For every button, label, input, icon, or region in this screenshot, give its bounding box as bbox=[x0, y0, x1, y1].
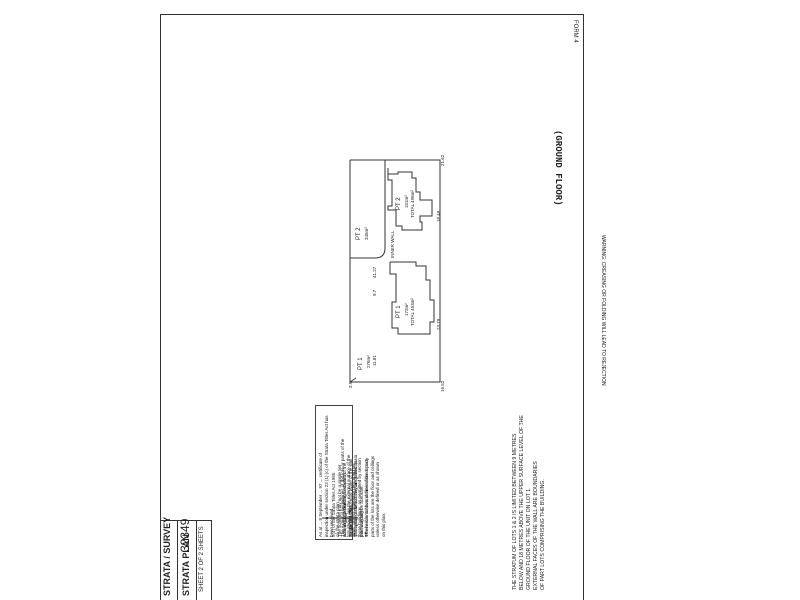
notes-box bbox=[315, 405, 353, 540]
plan-sheet bbox=[160, 14, 584, 600]
title-block bbox=[160, 520, 212, 600]
plan-number: 32349 bbox=[178, 518, 192, 552]
pt1-upper-area: 172m² bbox=[404, 303, 409, 316]
note-line: on this plan. bbox=[380, 512, 386, 537]
form-label: FORM 4 bbox=[572, 20, 578, 43]
stratum-note: THE STRATUM OF LOTS 1 & 2 IS LIMITED BET… bbox=[512, 340, 547, 590]
inner-wall-line bbox=[350, 160, 386, 259]
stratum-line: EXTERNAL FACES OF THE WALL ARE BOUNDARIE… bbox=[533, 461, 539, 590]
stratum-line: OF PART LOTS COMPRISING THE BUILDING. bbox=[540, 479, 546, 590]
inner-wall-label: INNER WALL bbox=[390, 230, 395, 258]
dim-small-a: 9.7 bbox=[372, 289, 377, 296]
pt2-left-area: 345m² bbox=[364, 227, 369, 240]
dim-chord: 11.81 bbox=[372, 355, 377, 366]
dim-bottom-right: 16.52 bbox=[440, 380, 445, 392]
strata-survey-label: STRATA / SURVEY bbox=[162, 516, 172, 596]
pt1-lower-area: 276m² bbox=[366, 355, 371, 368]
dim-left: 41.27 bbox=[372, 266, 377, 278]
stratum-line: GROUND FLOOR OF THE UNIT ON LOT 1. bbox=[526, 487, 532, 590]
pt2-right-total: TOTAL 496m² bbox=[410, 190, 415, 218]
pt1-lower-name: PT 1 bbox=[358, 357, 364, 370]
building-pt2 bbox=[387, 168, 433, 231]
pt1-upper-total: TOTAL 453m² bbox=[410, 298, 415, 326]
dim-top: 21.62 bbox=[440, 154, 445, 166]
warning-text: WARNING: CREASING OR FOLDING WILL LEAD T… bbox=[600, 235, 606, 386]
building-pt1 bbox=[389, 261, 435, 335]
stratum-line: BELOW AND 18 METRES ABOVE THE UPPER SURF… bbox=[519, 415, 525, 590]
pt2-left-name: PT 2 bbox=[356, 227, 362, 240]
pt1-upper-name: PT 1 bbox=[396, 305, 402, 318]
dim-middle: 23.79 bbox=[436, 318, 441, 330]
dim-small-b: 3.9 bbox=[348, 381, 353, 388]
stratum-line: THE STRATUM OF LOTS 1 & 2 IS LIMITED BET… bbox=[512, 433, 518, 590]
survey-plan bbox=[349, 159, 441, 383]
lot-boundary bbox=[349, 159, 441, 383]
pt2-right-area: 151m² bbox=[404, 195, 409, 208]
floor-label: (GROUND FLOOR) bbox=[553, 130, 563, 206]
sheet-text: SHEET 2 OF 2 SHEETS bbox=[199, 526, 205, 592]
pt2-right-name: PT 2 bbox=[396, 197, 402, 210]
notes-text-3: wall, in those buildings on which are jo… bbox=[342, 407, 386, 537]
dim-right: 18.49 bbox=[436, 210, 441, 222]
